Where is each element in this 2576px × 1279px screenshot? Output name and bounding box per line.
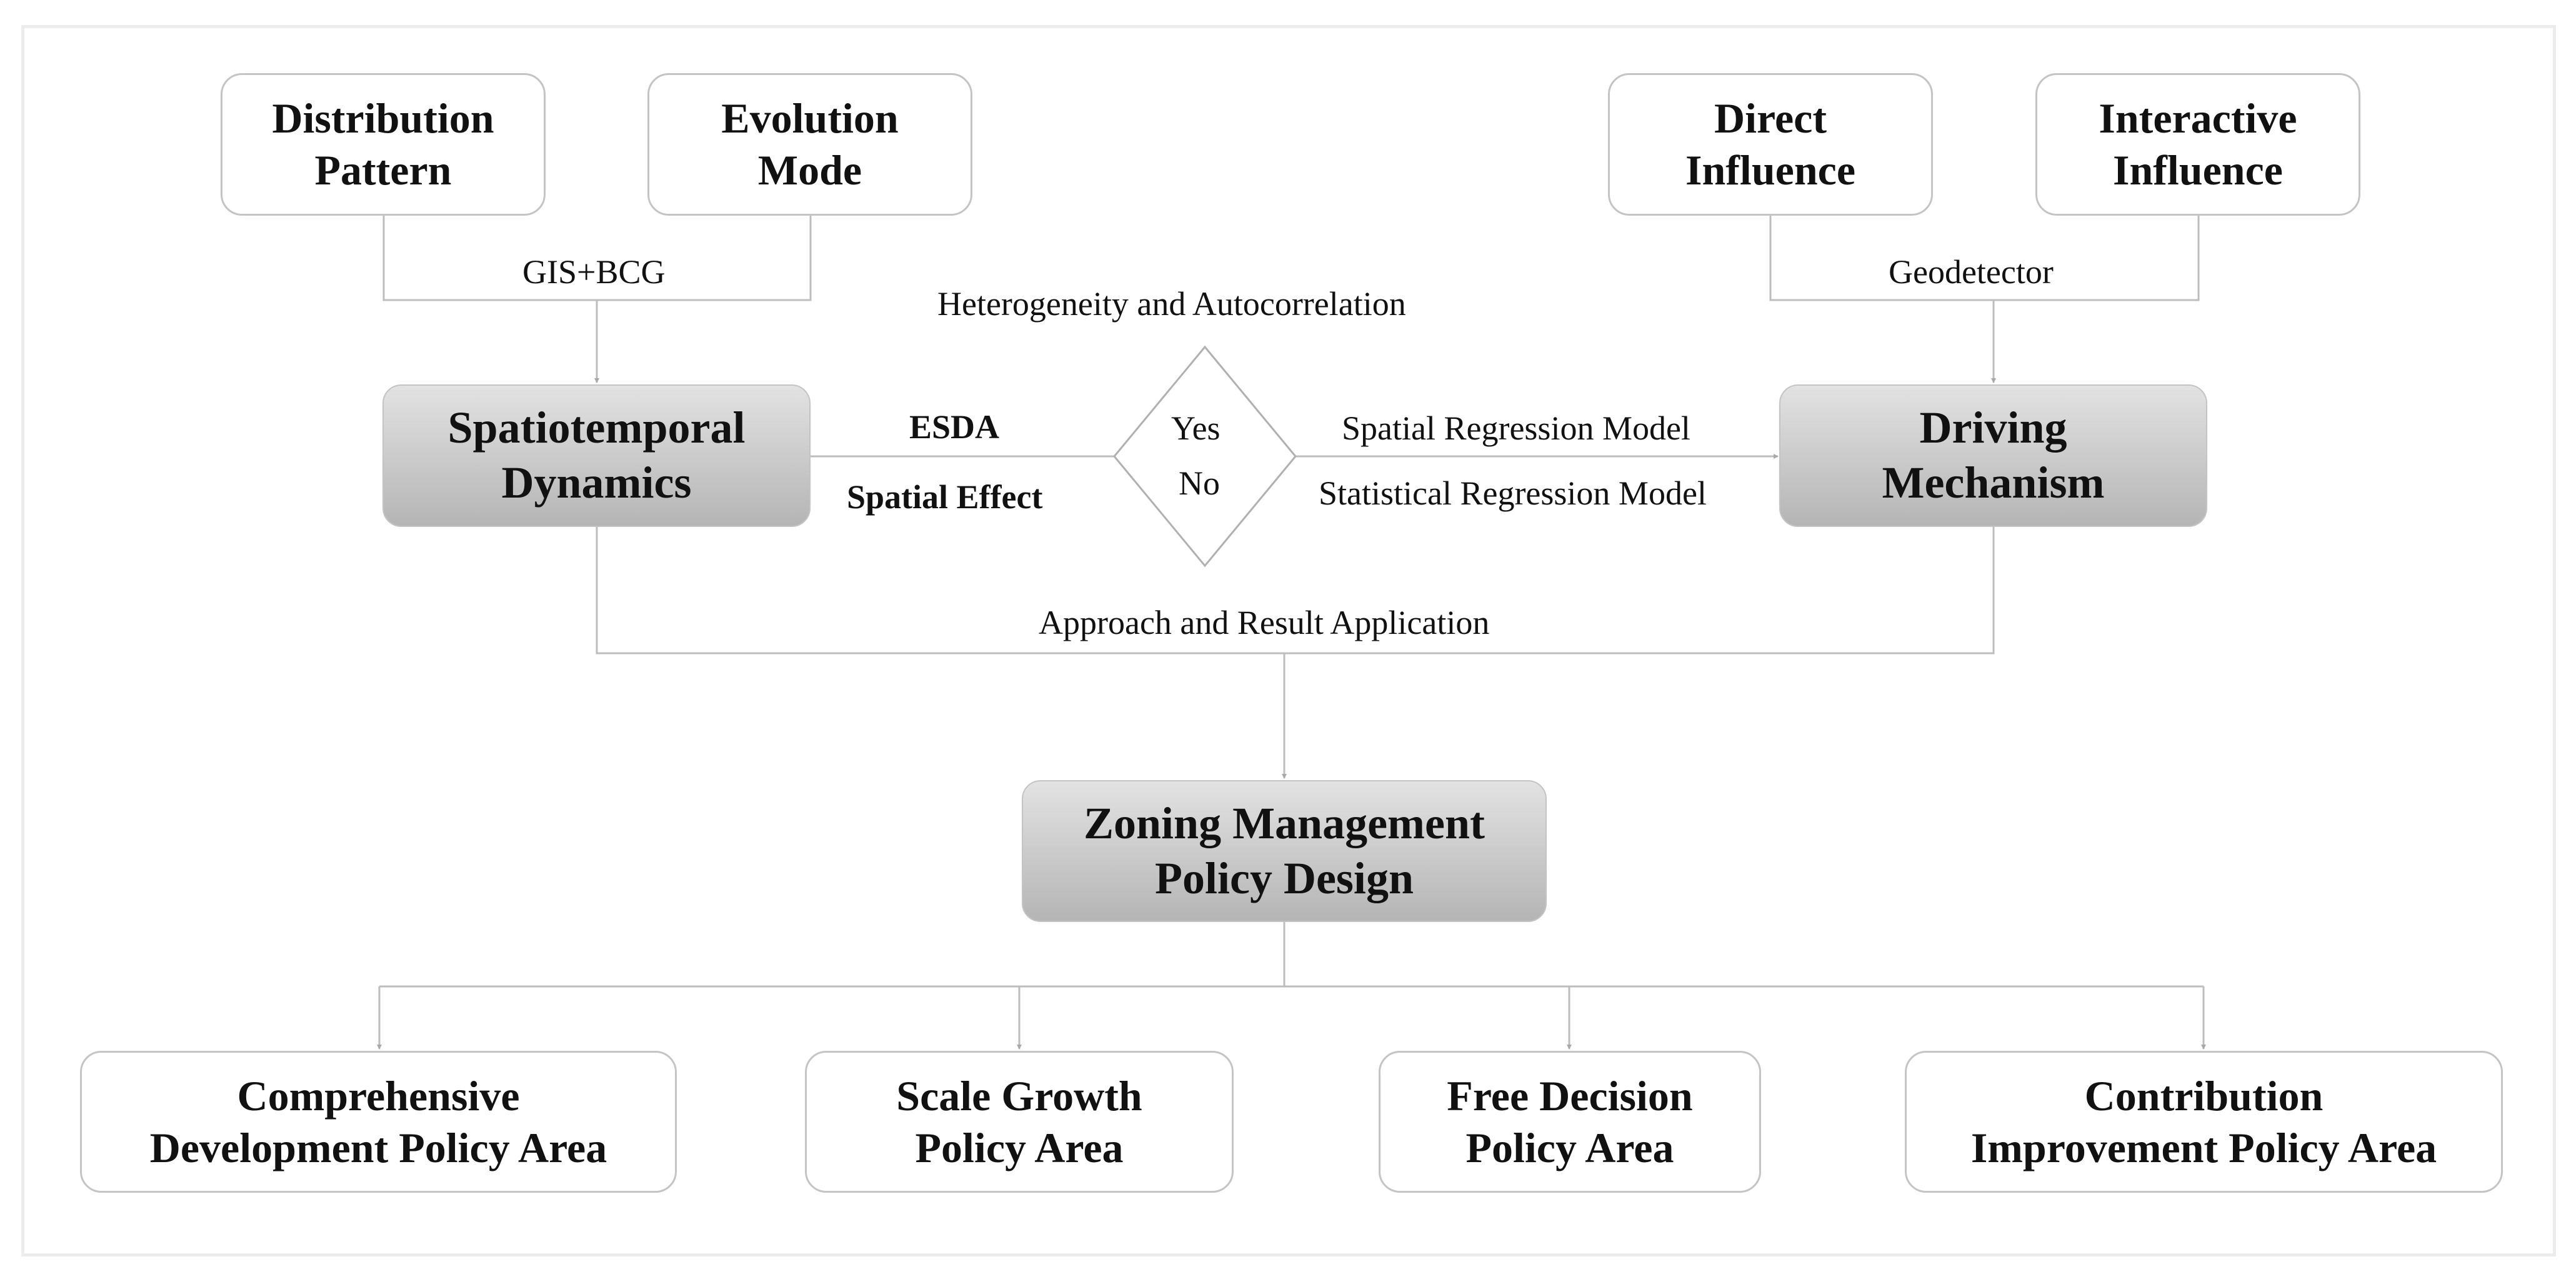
- scale-growth-box: Scale Growth Policy Area: [805, 1051, 1234, 1193]
- decision-no-label: No: [1179, 464, 1220, 502]
- contribution-improvement-box: Contribution Improvement Policy Area: [1905, 1051, 2503, 1193]
- diagram-frame: [21, 25, 2556, 1256]
- spatial-effect-label: Spatial Effect: [847, 478, 1043, 516]
- distribution-pattern-box: Distribution Pattern: [221, 73, 546, 216]
- spatiotemporal-dynamics-box: Spatiotemporal Dynamics: [382, 384, 811, 527]
- evolution-mode-box: Evolution Mode: [647, 73, 972, 216]
- decision-question-label: Heterogeneity and Autocorrelation: [937, 285, 1406, 323]
- esda-label: ESDA: [909, 408, 1000, 446]
- decision-yes-label: Yes: [1171, 409, 1221, 447]
- interactive-influence-box: Interactive Influence: [2035, 73, 2360, 216]
- direct-influence-box: Direct Influence: [1608, 73, 1933, 216]
- approach-label: Approach and Result Application: [1039, 604, 1490, 641]
- driving-mechanism-box: Driving Mechanism: [1779, 384, 2207, 527]
- free-decision-box: Free Decision Policy Area: [1379, 1051, 1761, 1193]
- connector-approach-merge: [596, 526, 1995, 655]
- statistical-regression-label: Statistical Regression Model: [1319, 474, 1707, 512]
- comprehensive-development-box: Comprehensive Development Policy Area: [80, 1051, 677, 1193]
- gis-bcg-label: GIS+BCG: [522, 253, 666, 291]
- decision-diamond: [1113, 345, 1297, 568]
- connector-right-merge: [1769, 216, 2200, 301]
- zoning-policy-design-box: Zoning Management Policy Design: [1022, 780, 1547, 922]
- spatial-regression-label: Spatial Regression Model: [1342, 409, 1690, 447]
- geodetector-label: Geodetector: [1889, 253, 2054, 291]
